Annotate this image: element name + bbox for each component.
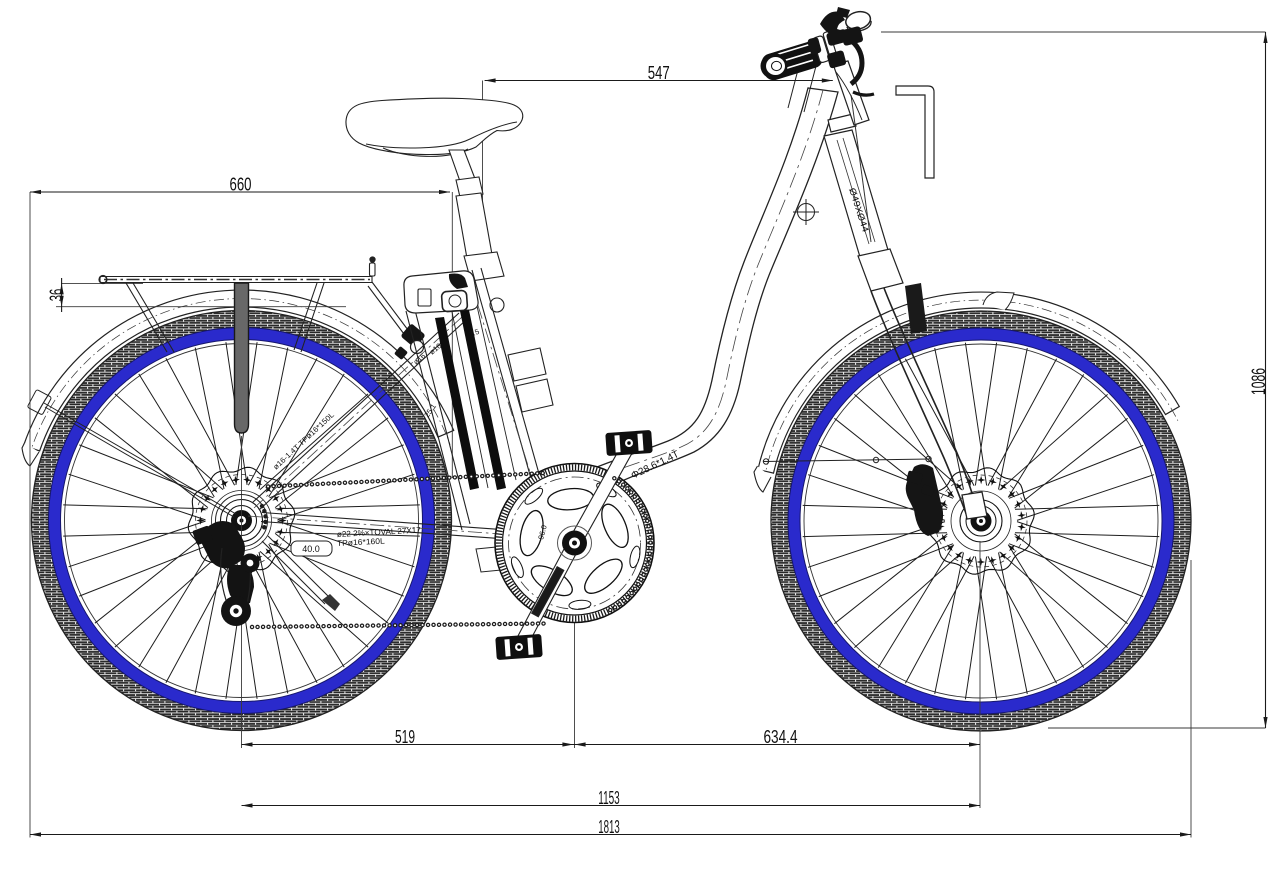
svg-text:1086: 1086: [1249, 368, 1270, 395]
svg-text:519: 519: [395, 727, 415, 747]
svg-text:36: 36: [47, 289, 68, 302]
svg-text:547: 547: [648, 63, 670, 83]
svg-text:3.5: 3.5: [468, 327, 481, 339]
svg-text:634.4: 634.4: [764, 727, 798, 747]
svg-text:660: 660: [230, 175, 252, 195]
svg-text:TPø16*160L: TPø16*160L: [337, 536, 386, 548]
svg-text:1813: 1813: [598, 817, 620, 837]
svg-text:ø22 2%×TOVAL 27X17: ø22 2%×TOVAL 27X17: [337, 526, 422, 539]
svg-text:96.0: 96.0: [536, 524, 548, 540]
svg-text:40.0: 40.0: [302, 544, 320, 554]
svg-text:1153: 1153: [598, 788, 620, 808]
